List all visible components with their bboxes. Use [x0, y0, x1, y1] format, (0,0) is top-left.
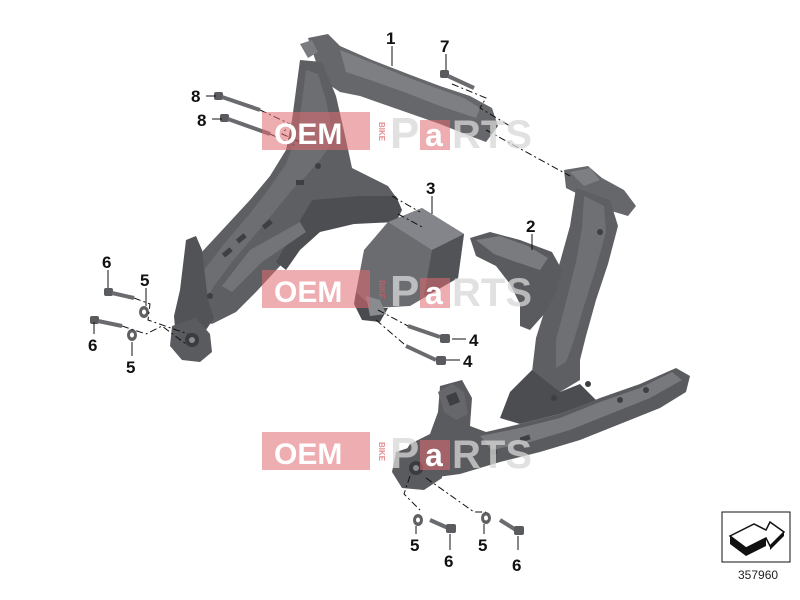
watermark-rts: RTS [452, 271, 532, 315]
watermark-a: a [425, 117, 443, 153]
arrow-in-box-icon[interactable] [721, 511, 791, 563]
part-1-frame-bracket [170, 34, 498, 362]
callout-5-bottom-left[interactable]: 5 [410, 536, 419, 555]
fasteners [90, 70, 524, 535]
callout-6-bottom-left[interactable]: 6 [444, 552, 453, 571]
screw-6-left-upper [104, 288, 135, 300]
screw-6-bottom-left [429, 518, 456, 533]
watermark-p: P [390, 109, 419, 158]
screw-4-lower [405, 344, 446, 365]
watermark-oem: OEM [274, 276, 342, 309]
watermark-rts: RTS [452, 433, 532, 477]
watermark-bike: BIKE [377, 122, 386, 142]
washer-5-bottom-left [413, 514, 423, 526]
watermark-bike: BIKE [377, 442, 386, 462]
callout-8-upper[interactable]: 8 [191, 87, 200, 106]
screw-7 [440, 70, 475, 90]
callout-6-left-upper[interactable]: 6 [102, 253, 111, 272]
callout-7[interactable]: 7 [440, 37, 449, 56]
assembly-axis-lines [121, 83, 571, 513]
watermark-a: a [425, 275, 443, 311]
washer-5-left-lower [127, 329, 137, 341]
watermark-oem: OEM [274, 118, 342, 151]
catalog-number: 357960 [738, 568, 778, 582]
callout-6-bottom-right[interactable]: 6 [512, 556, 521, 575]
watermark-rts: RTS [452, 113, 532, 157]
callout-labels[interactable]: 1 2 3 4 4 5 5 5 5 6 6 6 6 7 8 8 [88, 29, 535, 575]
screw-8-upper [214, 92, 261, 112]
callout-4-lower[interactable]: 4 [463, 352, 473, 371]
leader-lines [93, 46, 533, 550]
part-2-frame-bracket [392, 166, 690, 490]
screw-4-upper [407, 324, 450, 343]
callout-4-upper[interactable]: 4 [469, 331, 479, 350]
callout-6-left-lower[interactable]: 6 [88, 336, 97, 355]
callout-5-bottom-right[interactable]: 5 [478, 536, 487, 555]
callout-1[interactable]: 1 [386, 29, 395, 48]
callout-2[interactable]: 2 [526, 217, 535, 236]
screw-6-bottom-right [498, 518, 524, 535]
watermark-bike: BIKE [377, 280, 386, 300]
watermark-p: P [390, 429, 419, 478]
watermark-bottom: OEM BIKE P a RTS [262, 429, 532, 478]
screw-6-left-lower [90, 316, 123, 328]
watermark-a: a [425, 437, 443, 473]
watermark-middle: OEM BIKE P a RTS [262, 267, 532, 316]
washer-5-bottom-right [481, 512, 491, 524]
callout-5-left-upper[interactable]: 5 [140, 271, 149, 290]
callout-8-lower[interactable]: 8 [197, 111, 206, 130]
watermark-top: OEM BIKE P a RTS [262, 109, 532, 158]
callout-3[interactable]: 3 [426, 179, 435, 198]
callout-5-left-lower[interactable]: 5 [126, 358, 135, 377]
washer-5-left-upper [139, 306, 149, 318]
watermark-oem: OEM [274, 438, 342, 471]
watermark-p: P [390, 267, 419, 316]
